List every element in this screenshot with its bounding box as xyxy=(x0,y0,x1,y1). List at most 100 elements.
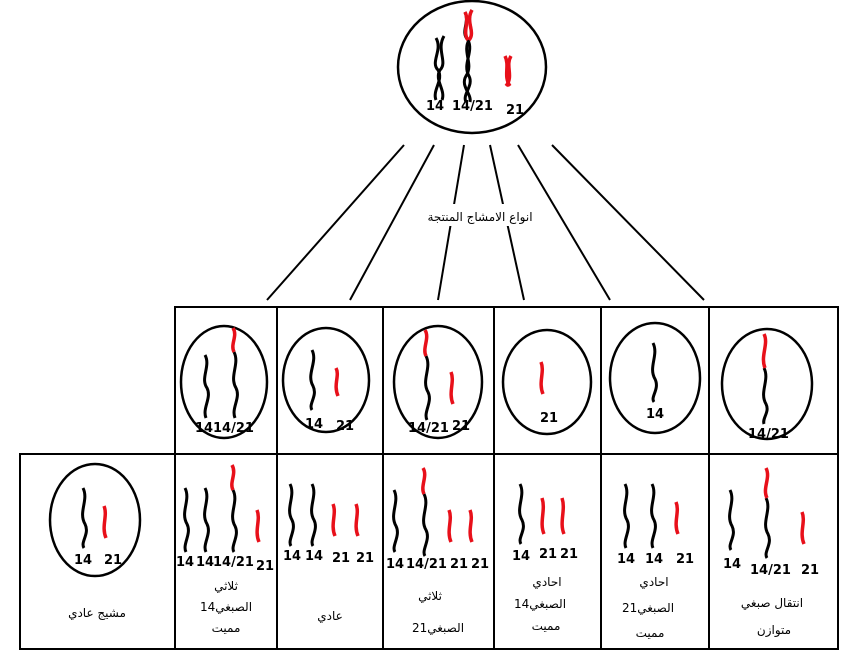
chromosome-14 xyxy=(518,483,525,545)
zygote-caption: ثلاثي xyxy=(214,579,238,593)
parent-chromosome-14-a xyxy=(433,37,442,101)
gamete-cell-1: 14 14/21 xyxy=(179,324,269,440)
chromosome-21 xyxy=(102,505,108,539)
zygote-label: 21 xyxy=(471,557,489,572)
zygote-caption: ثلاثي xyxy=(418,589,442,603)
connector-line xyxy=(517,144,611,301)
connector-line xyxy=(551,144,705,301)
chromosome-1421-upper xyxy=(763,467,770,499)
gamete-cell-outline xyxy=(720,327,814,441)
zygote-caption: مميت xyxy=(212,621,241,635)
parent-label-21: 21 xyxy=(506,103,524,118)
zygote-label: 14/21 xyxy=(406,557,447,572)
connector-line xyxy=(349,144,435,301)
gamete-cell-3: 14/21 21 xyxy=(392,324,484,440)
gamete-cell-6: 14/21 xyxy=(720,327,814,442)
chromosome-1421-lower xyxy=(424,355,431,421)
zygote-caption: الصبغي21 xyxy=(412,621,464,635)
gamete-label: 21 xyxy=(540,411,558,426)
zygote-caption: مميت xyxy=(532,619,561,633)
zygote-caption: الصبغي21 xyxy=(622,601,674,615)
chromosome-21 xyxy=(331,503,337,537)
chromosome-21 xyxy=(468,509,474,543)
zygote-caption: مميت xyxy=(636,626,665,640)
zygote-cell-2: 14 14 21 21 عادي xyxy=(283,483,374,623)
zygote-label: 14/21 xyxy=(213,555,254,570)
chromosome-14 xyxy=(203,354,210,419)
gamete-cell-4: 21 xyxy=(501,328,593,436)
chromosome-21 xyxy=(560,497,566,535)
chromosome-1421-lower xyxy=(231,489,238,553)
chromosome-14 xyxy=(310,483,317,547)
parent-label-14: 14 xyxy=(426,99,444,114)
chromosome-14 xyxy=(650,483,657,549)
zygote-label: 21 xyxy=(256,559,274,574)
normal-gamete-outline xyxy=(48,462,142,578)
chromosome-1421-lower xyxy=(762,367,769,425)
gamete-cell-outline xyxy=(501,328,593,436)
zygote-label: 14 xyxy=(196,555,214,570)
chromosome-21 xyxy=(540,497,546,535)
chromosome-1421-lower xyxy=(232,351,239,419)
zygote-label: 21 xyxy=(539,547,557,562)
zygote-caption: انتقال صبغي xyxy=(741,596,803,610)
chromosome-21 xyxy=(674,501,680,535)
zygote-label: 21 xyxy=(332,551,350,566)
gamete-cell-outline xyxy=(179,324,269,440)
zygote-caption: احادي xyxy=(532,575,561,589)
gamete-cell-outline xyxy=(608,321,702,435)
zygote-label: 21 xyxy=(356,551,374,566)
zygote-caption: احادي xyxy=(639,575,668,589)
normal-gamete-caption: مشيج عادي xyxy=(68,606,126,620)
chromosome-14 xyxy=(309,349,316,411)
chromosome-1421-lower xyxy=(422,493,429,557)
zygote-label: 21 xyxy=(450,557,468,572)
chromosome-14 xyxy=(81,487,88,549)
zygote-label: 14 xyxy=(176,555,194,570)
zygote-cell-6: 14 14/21 21 انتقال صبغي متوازن xyxy=(723,467,819,638)
gamete-cell-outline xyxy=(281,326,371,434)
parent-chromosome-14-b xyxy=(436,35,446,101)
gamete-cell-5: 14 xyxy=(608,321,702,435)
parent-chromosome-1421-red-a xyxy=(463,11,470,42)
gamete-cell-2: 14 21 xyxy=(281,326,371,434)
parent-label-1421: 14/21 xyxy=(452,99,493,114)
normal-gamete-label: 21 xyxy=(104,553,122,568)
gamete-label: 14/21 xyxy=(748,427,789,442)
parent-chromosomes xyxy=(433,9,513,103)
chromosome-21 xyxy=(255,509,261,543)
chromosome-1421-upper xyxy=(761,333,768,369)
zygote-label: 14 xyxy=(386,557,404,572)
gamete-label: 14/21 xyxy=(213,421,254,436)
zygote-label: 21 xyxy=(801,563,819,578)
chromosome-21 xyxy=(539,361,545,395)
chromosome-14 xyxy=(288,483,295,547)
zygote-label: 21 xyxy=(560,547,578,562)
chromosome-14 xyxy=(623,483,630,549)
zygote-cell-1: 14 14 14/21 21 ثلاثي الصبغي14 مميت xyxy=(176,464,274,635)
gamete-cell-outline xyxy=(392,324,484,440)
chromosome-21 xyxy=(447,509,453,543)
chromosome-14 xyxy=(183,487,190,553)
chromosome-21 xyxy=(334,367,340,397)
parent-cell: 14 14/21 21 xyxy=(396,0,548,135)
chromosome-21 xyxy=(449,371,455,405)
grid xyxy=(19,306,839,650)
zygote-label: 14 xyxy=(645,552,663,567)
chromosome-14 xyxy=(203,487,210,553)
zygote-label: 14 xyxy=(723,557,741,572)
connector-line xyxy=(266,144,405,301)
zygotes-row-border xyxy=(19,453,839,650)
chromosome-1421-upper xyxy=(230,464,236,491)
zygote-label: 21 xyxy=(676,552,694,567)
gamete-label: 14 xyxy=(646,407,664,422)
zygote-caption: الصبغي14 xyxy=(514,597,566,611)
zygote-label: 14/21 xyxy=(750,563,791,578)
gamete-label: 14/21 xyxy=(408,421,449,436)
zygote-caption: عادي xyxy=(317,609,343,623)
gamete-label: 14 xyxy=(195,421,213,436)
parent-chromosome-1421-red-b xyxy=(467,9,474,42)
zygote-label: 14 xyxy=(617,552,635,567)
zygote-label: 14 xyxy=(283,549,301,564)
